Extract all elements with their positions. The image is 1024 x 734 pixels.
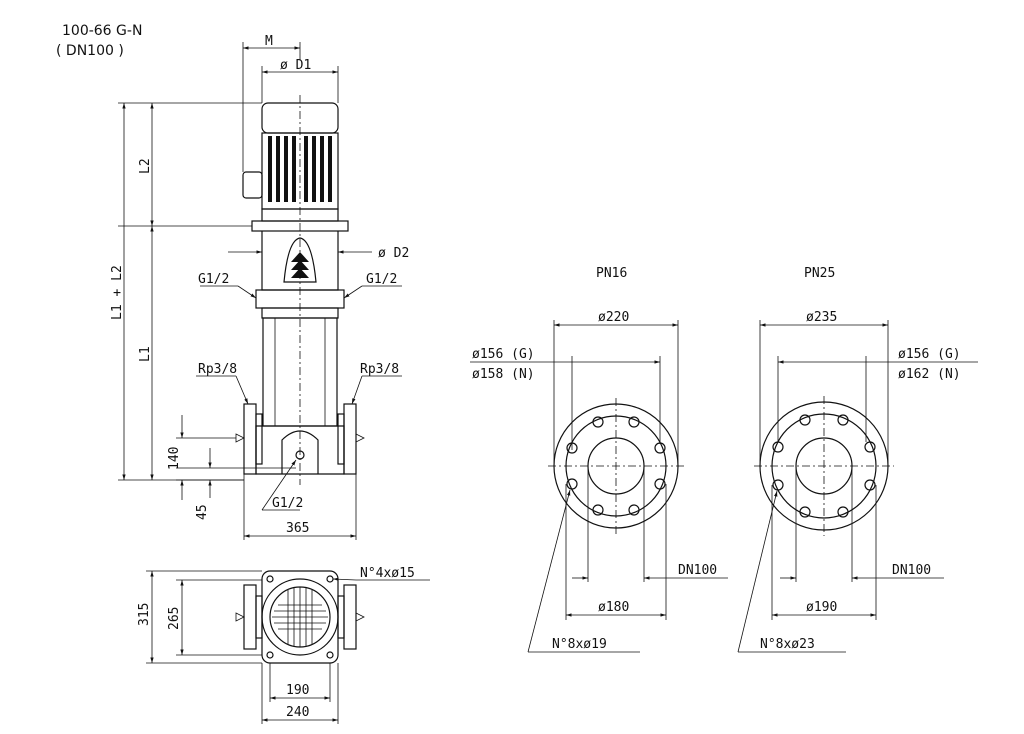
base-holes-label: N°4xø15 — [360, 566, 415, 581]
dim-l2-label: L2 — [138, 158, 153, 174]
port-g12-bottom-label: G1/2 — [272, 496, 303, 511]
pump-base-view: 315 265 190 240 N°4xø15 — [137, 566, 430, 724]
flange-pn16-bolt-circle: ø180 — [598, 600, 629, 615]
dim-190-label: 190 — [286, 683, 309, 698]
flange-pn16-inner-n: ø158 (N) — [472, 367, 535, 382]
flange-pn16-title: PN16 — [596, 266, 627, 281]
dim-140-label: 140 — [167, 447, 182, 470]
port-rp38-left-label: Rp3/8 — [198, 362, 237, 377]
base-outlet-flange — [343, 584, 357, 650]
base-motor-circle — [261, 578, 339, 656]
flange-pn25-bolt-circle: ø190 — [806, 600, 837, 615]
dim-365-label: 365 — [286, 521, 309, 536]
dim-265-label: 265 — [167, 607, 182, 630]
dim-315-label: 315 — [137, 603, 152, 626]
flange-pn25-inner-g: ø156 (G) — [898, 347, 961, 362]
pump-side-view: M ø D1 ø D2 L1 + L2 L2 L1 140 45 36 — [110, 34, 409, 540]
dim-240-label: 240 — [286, 705, 309, 720]
flange-pn25-title: PN25 — [804, 266, 835, 281]
motor-fins — [268, 136, 332, 202]
base-inlet-flange — [243, 584, 257, 650]
flange-pn16-inner-g: ø156 (G) — [472, 347, 535, 362]
flange-pn25-nominal: DN100 — [892, 563, 931, 578]
connection-label: ( DN100 ) — [56, 43, 124, 59]
model-label: 100-66 G-N — [62, 23, 142, 39]
flange-pn16-outer-dia: ø220 — [598, 310, 629, 325]
outlet-flange — [343, 403, 357, 475]
flange-pn25-holes: N°8xø23 — [760, 637, 815, 652]
dim-m-label: M — [265, 34, 273, 49]
port-g12-right-label: G1/2 — [366, 272, 397, 287]
flange-pn16-holes: N°8xø19 — [552, 637, 607, 652]
flange-pn25-outer-dia: ø235 — [806, 310, 837, 325]
coupling-guard — [283, 237, 317, 283]
flange-pn16-nominal: DN100 — [678, 563, 717, 578]
base-fan-grid — [272, 587, 328, 647]
flange-pn25: PN25 ø235 ø156 (G) ø162 (N) — [737, 266, 978, 653]
dim-l1-l2-label: L1 + L2 — [110, 265, 125, 320]
dim-d2-label: ø D2 — [378, 246, 409, 261]
terminal-box — [242, 171, 263, 199]
dim-45-label: 45 — [195, 504, 210, 520]
flange-pn16: PN16 ø220 ø156 (G) ø158 (N) — [470, 266, 728, 653]
dim-l1-label: L1 — [138, 346, 153, 362]
port-rp38-right-label: Rp3/8 — [360, 362, 399, 377]
flange-pn25-bolt-holes — [772, 414, 876, 518]
flange-pn25-inner-n: ø162 (N) — [898, 367, 961, 382]
inlet-flange — [243, 403, 257, 475]
dim-d1-label: ø D1 — [280, 58, 311, 73]
port-g12-left-label: G1/2 — [198, 272, 229, 287]
